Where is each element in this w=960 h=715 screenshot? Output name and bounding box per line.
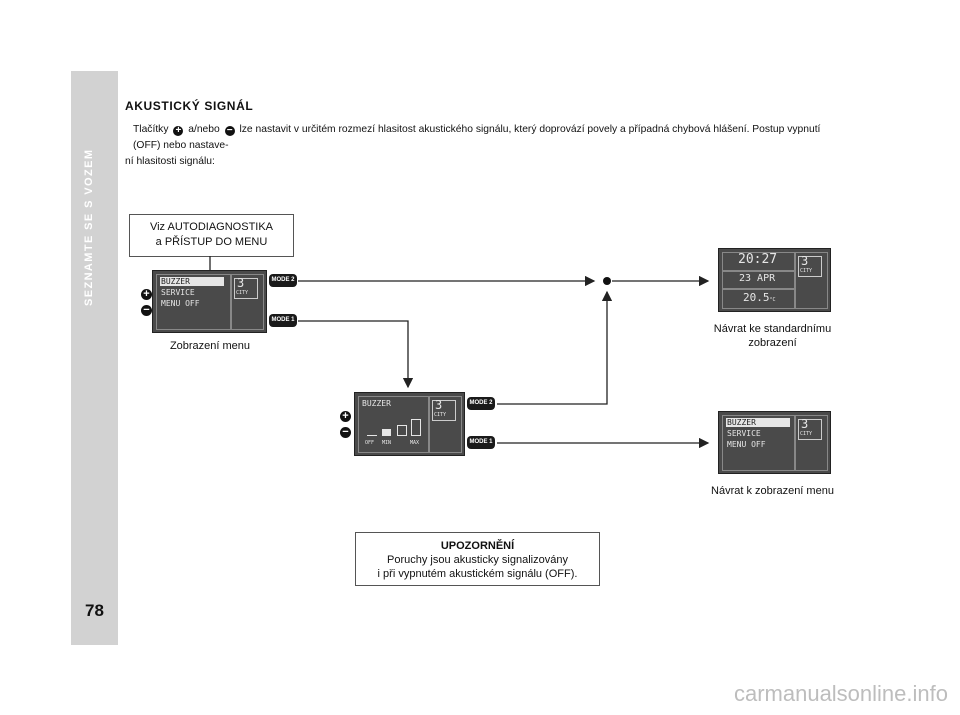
menu-display: BUZZER SERVICE MENU OFF 3 CITY: [152, 270, 267, 333]
minus-icon: −: [224, 126, 235, 136]
watermark: carmanualsonline.info: [733, 681, 948, 706]
buzzer-title: BUZZER: [362, 399, 391, 408]
buzzer-display: BUZZER OFF MIN MAX 3 CITY: [354, 392, 465, 456]
notice-line2: i při vypnutém akustickém signálu (OFF).: [377, 568, 578, 580]
notice-line1: Poruchy jsou akusticky signalizovány: [387, 554, 568, 566]
page-number: 78: [85, 601, 104, 620]
menu-item-menuoff: MENU OFF: [727, 440, 766, 449]
level-bar-min: [382, 429, 391, 436]
mode2-button[interactable]: MODE 2: [269, 274, 297, 287]
sidebar: SEZNAMTE SE S VOZEM: [71, 71, 118, 645]
drive-mode: CITY: [434, 412, 447, 418]
mode1-button[interactable]: MODE 1: [269, 314, 297, 327]
mode2-button[interactable]: MODE 2: [467, 397, 495, 410]
intro-paragraph: Tlačítky + a/nebo − lze nastavit v určit…: [125, 122, 825, 170]
intro-text-a: Tlačítky: [133, 124, 169, 135]
clock-time: 20:27: [738, 252, 778, 267]
label-menu: Zobrazení menu: [169, 340, 251, 352]
gear-indicator: 3: [801, 254, 809, 268]
intro-text-b: a/nebo: [188, 124, 220, 135]
outside-temp: 20.5°C: [743, 291, 776, 304]
date: 23 APR: [739, 273, 776, 284]
label-return-standard-2: zobrazení: [748, 337, 797, 349]
intro-text-d: ní hlasitosti signálu:: [125, 156, 215, 167]
gear-indicator: 3: [801, 417, 809, 431]
gear-indicator: 3: [237, 276, 245, 290]
autodiag-box: Viz AUTODIAGNOSTIKA a PŘÍSTUP DO MENU: [129, 214, 294, 257]
intro-text-c: lze nastavit v určitém rozmezí hlasitost…: [133, 124, 821, 151]
menu-item-buzzer: BUZZER: [727, 418, 756, 427]
scale-off: OFF: [365, 440, 375, 446]
notice-title: UPOZORNĚNÍ: [440, 540, 515, 552]
menu-item-service: SERVICE: [727, 429, 761, 438]
label-return-menu: Návrat k zobrazení menu: [711, 485, 834, 497]
plus-button[interactable]: +: [340, 411, 351, 422]
standard-display: 20:27 23 APR 20.5°C 3 CITY: [718, 248, 831, 312]
menu-item-buzzer: BUZZER: [161, 277, 190, 286]
menu-item-service: SERVICE: [161, 288, 195, 297]
drive-mode: CITY: [800, 268, 813, 274]
drive-mode: CITY: [800, 431, 813, 437]
plus-button[interactable]: +: [141, 289, 152, 300]
menu-item-menuoff: MENU OFF: [161, 299, 200, 308]
menu-return-display: BUZZER SERVICE MENU OFF 3 CITY: [718, 411, 831, 474]
minus-button[interactable]: −: [141, 305, 152, 316]
gear-indicator: 3: [435, 398, 443, 412]
section-heading: AKUSTICKÝ SIGNÁL: [125, 99, 254, 113]
autodiag-line2: a PŘÍSTUP DO MENU: [155, 236, 268, 248]
label-return-standard-1: Návrat ke standardnímu: [713, 323, 832, 335]
scale-max: MAX: [410, 440, 420, 446]
autodiag-line1: Viz AUTODIAGNOSTIKA: [149, 221, 274, 233]
minus-button[interactable]: −: [340, 427, 351, 438]
scale-min: MIN: [382, 440, 392, 446]
plus-icon: +: [173, 126, 184, 136]
mode1-button[interactable]: MODE 1: [467, 436, 495, 449]
notice-box: UPOZORNĚNÍ Poruchy jsou akusticky signal…: [355, 532, 600, 586]
drive-mode: CITY: [236, 290, 249, 296]
